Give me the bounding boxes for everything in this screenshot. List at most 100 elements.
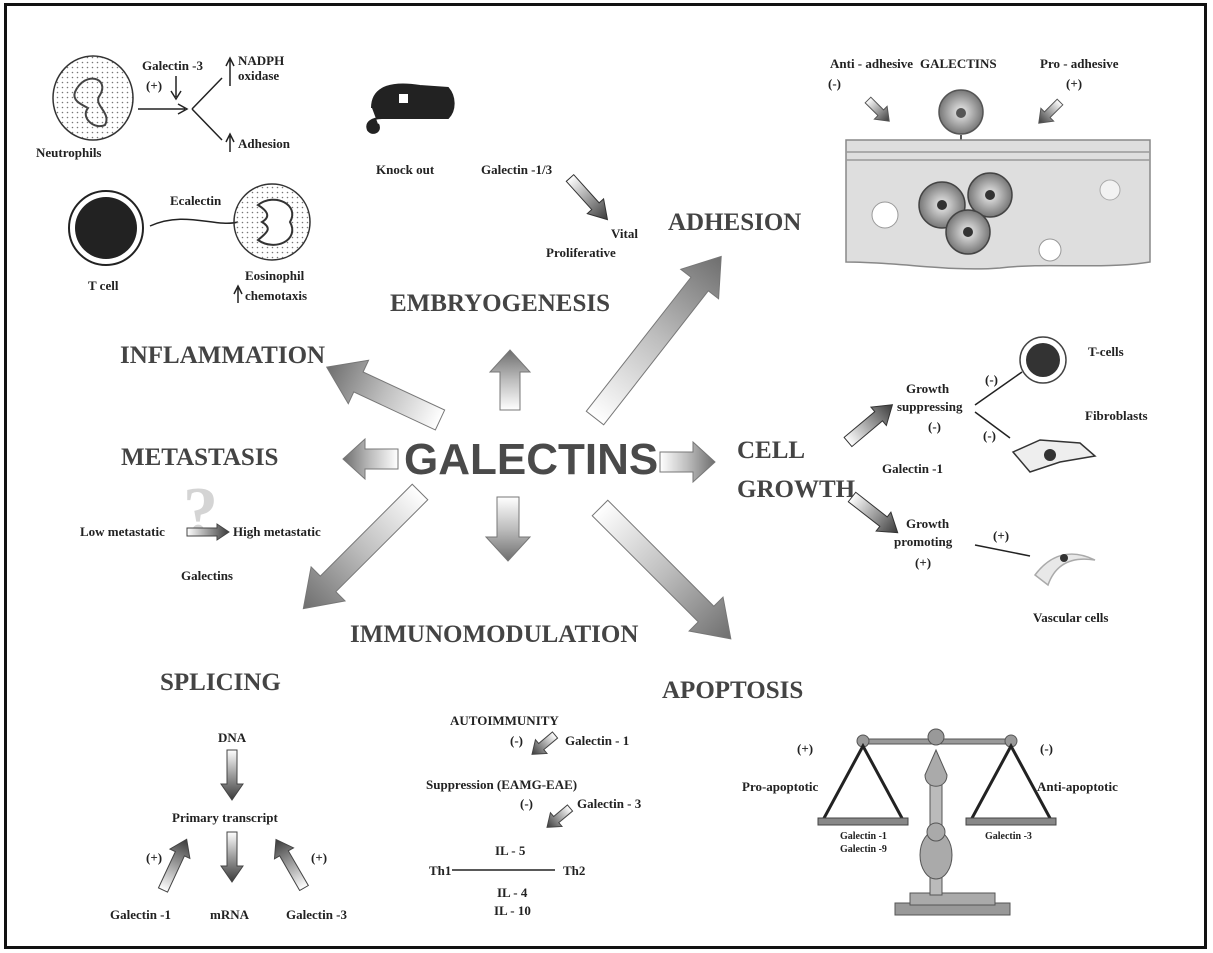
low-metastatic-label: Low metastatic	[80, 524, 165, 539]
anti-adhesive-arrow	[862, 94, 896, 128]
neutrophils-label: Neutrophils	[36, 145, 102, 160]
tcells-label: T-cells	[1088, 344, 1124, 359]
eosinophil-nucleus	[258, 200, 292, 245]
scale-right-pan	[966, 818, 1056, 825]
topic-splicing: SPLICING	[160, 669, 281, 696]
growth-minus-1: (-)	[985, 372, 998, 387]
growth-promoting-2: promoting	[894, 534, 953, 549]
branch-lines	[192, 78, 222, 140]
cell-2-nucleus	[985, 190, 995, 200]
mouse-eye	[399, 94, 408, 103]
high-metastatic-label: High metastatic	[233, 524, 321, 539]
mrna-label: mRNA	[210, 907, 250, 922]
ecalectin-label: Ecalectin	[170, 193, 222, 208]
apoptosis-galectin3: Galectin -3	[985, 831, 1032, 842]
splicing-galectin1: Galectin -1	[110, 907, 171, 922]
arrow-to-splicing	[286, 475, 437, 626]
scale-center-pivot	[928, 729, 944, 745]
embryogenesis-panel: Knock out Galectin -1/3 Vital Proliferat…	[367, 85, 638, 260]
suppression-label: Suppression (EAMG-EAE)	[426, 777, 577, 792]
scale-left-strings	[823, 746, 903, 820]
galectin13-arrow	[562, 171, 616, 227]
chemotaxis-up-arrow	[234, 286, 242, 303]
immuno-minus-2: (-)	[520, 796, 533, 811]
primary-transcript-label: Primary transcript	[172, 810, 278, 825]
vascular-label: Vascular cells	[1033, 610, 1108, 625]
dna-arrow	[221, 750, 243, 800]
splicing-plus-left: (+)	[146, 850, 162, 865]
adhesion-panel: Anti - adhesive (-) GALECTINS Pro - adhe…	[828, 56, 1150, 269]
inflammation-adhesion-label: Adhesion	[238, 136, 291, 151]
apoptosis-minus: (-)	[1040, 741, 1053, 756]
immuno-galectin3: Galectin - 3	[577, 796, 642, 811]
chemotaxis-label: chemotaxis	[245, 288, 307, 303]
mrna-arrow	[221, 832, 243, 882]
cell-1-nucleus	[937, 200, 947, 210]
topic-metastasis: METASTASIS	[121, 444, 278, 471]
topic-cell-growth-line1: CELL	[737, 437, 805, 464]
il4-label: IL - 4	[497, 885, 528, 900]
topic-cell-growth-line2: GROWTH	[737, 476, 856, 503]
pro-adhesive-label: Pro - adhesive	[1040, 56, 1119, 71]
galectin3-splicing-arrow	[266, 834, 313, 893]
autoimmunity-label: AUTOIMMUNITY	[450, 713, 559, 728]
splicing-panel: DNA Primary transcript (+) (+) Galectin …	[110, 730, 348, 922]
topic-immunomodulation: IMMUNOMODULATION	[350, 621, 638, 648]
apoptosis-panel: (+) (-) Pro-apoptotic Anti-apoptotic Gal…	[742, 729, 1118, 915]
vascular-nucleus	[1060, 554, 1068, 562]
knockout-label: Knock out	[376, 162, 435, 177]
growth-suppressing-arrow	[840, 396, 900, 452]
growth-suppressing-1: Growth	[906, 381, 950, 396]
growth-plus-2: (+)	[915, 555, 931, 570]
splicing-galectin3: Galectin -3	[286, 907, 348, 922]
adhesion-galectins-label: GALECTINS	[920, 56, 997, 71]
growth-suppressing-2: suppressing	[897, 399, 963, 414]
eosinophil-label: Eosinophil	[245, 268, 305, 283]
inflammation-panel: Neutrophils Galectin -3 (+) NADPH oxidas…	[36, 53, 310, 303]
inflammation-plus: (+)	[146, 78, 162, 93]
growth-plus-1: (+)	[993, 528, 1009, 543]
neutrophil-arrow	[138, 104, 187, 114]
question-mark: ?	[183, 474, 218, 551]
free-cell-nucleus	[956, 108, 966, 118]
il5-label: IL - 5	[495, 843, 526, 858]
tcell-nucleus	[75, 197, 137, 259]
cell-3-nucleus	[963, 227, 973, 237]
immuno-galectin1: Galectin - 1	[565, 733, 629, 748]
cell-growth-panel: T-cells (-) Growth suppressing (-) (-) F…	[840, 337, 1147, 625]
th1-label: Th1	[429, 863, 451, 878]
vital-label: Vital	[611, 226, 638, 241]
tissue-vacuole-2	[1039, 239, 1061, 261]
galectin3-down-arrow	[171, 76, 181, 99]
arrow-to-embryogenesis	[490, 350, 530, 410]
il10-label: IL - 10	[494, 903, 531, 918]
anti-adhesive-sign: (-)	[828, 76, 841, 91]
apoptosis-galectin9: Galectin -9	[840, 844, 887, 855]
nadph-label-1: NADPH	[238, 53, 284, 68]
anti-adhesive-label: Anti - adhesive	[830, 56, 913, 71]
tcells-nucleus	[1026, 343, 1060, 377]
fibroblasts-label: Fibroblasts	[1085, 408, 1148, 423]
apoptosis-galectin1: Galectin -1	[840, 831, 887, 842]
galectin1-immuno-arrow	[526, 728, 561, 761]
proliferative-label: Proliferative	[546, 245, 616, 260]
immuno-minus-1: (-)	[510, 733, 523, 748]
metastasis-panel: ? Low metastatic High metastatic Galecti…	[80, 474, 321, 583]
pro-adhesive-arrow	[1032, 96, 1066, 130]
topic-inflammation: INFLAMMATION	[120, 342, 325, 369]
topic-embryogenesis: EMBRYOGENESIS	[390, 290, 610, 317]
immunomodulation-panel: AUTOIMMUNITY (-) Galectin - 1 Suppressio…	[426, 713, 642, 918]
tcells-line	[975, 372, 1022, 405]
anti-apoptotic-label: Anti-apoptotic	[1037, 779, 1118, 794]
arrow-to-immunomodulation	[486, 497, 530, 561]
tcell-label: T cell	[88, 278, 119, 293]
galectin13-label: Galectin -1/3	[481, 162, 553, 177]
metastasis-galectins-label: Galectins	[181, 568, 233, 583]
nadph-label-2: oxidase	[238, 68, 279, 83]
scale-pillar-knob	[927, 823, 945, 841]
center-title: GALECTINS	[404, 435, 658, 484]
galectin3-immuno-arrow	[541, 801, 576, 834]
tissue-vacuole-1	[872, 202, 898, 228]
topic-apoptosis: APOPTOSIS	[662, 677, 803, 704]
